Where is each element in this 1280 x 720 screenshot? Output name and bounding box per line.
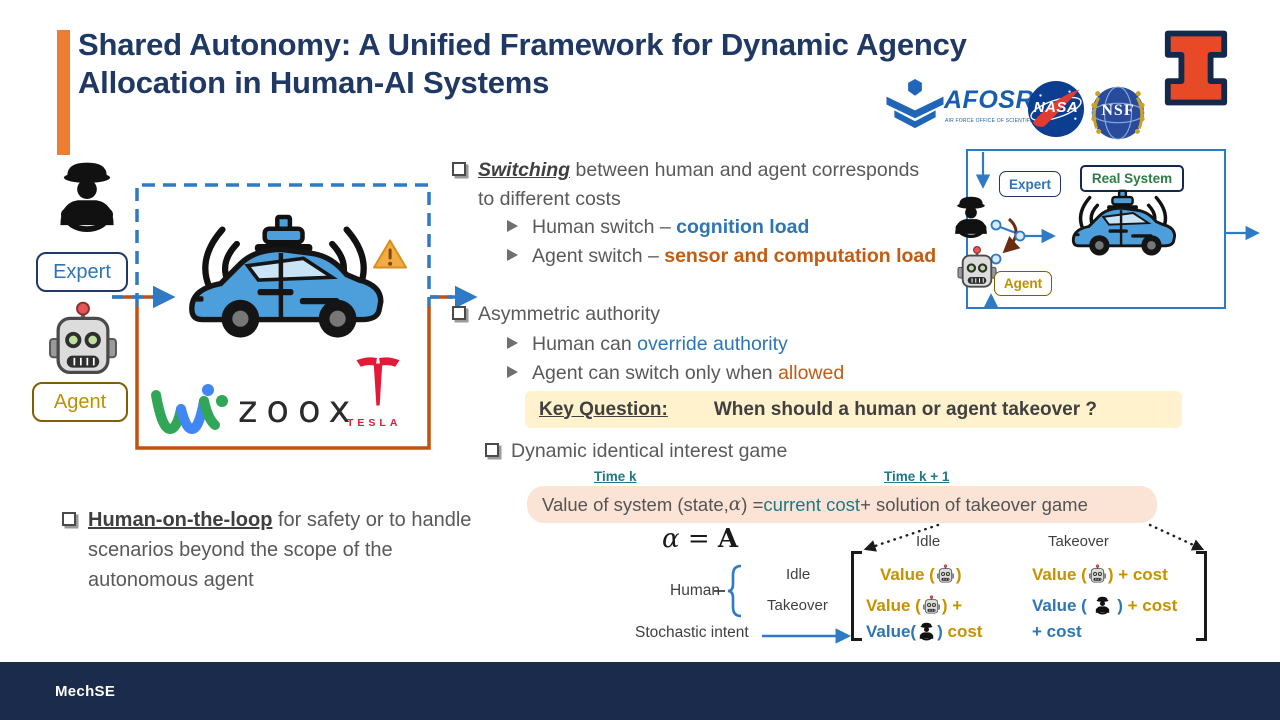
autonomous-car-icon: [172, 208, 397, 361]
current-cost-term: current cost: [763, 493, 861, 515]
square-bullet-icon: [485, 443, 499, 457]
footer-dept: MechSE: [55, 682, 116, 700]
bullet-switching: Switching between human and agent corres…: [452, 156, 932, 214]
matrix-col-takeover: Takeover: [1048, 533, 1109, 550]
matrix-cell-takeover-takeover: Value ( ) + cost + cost: [1032, 595, 1178, 641]
waymo-logo-icon: [150, 381, 230, 441]
warning-icon: [372, 238, 408, 271]
matrix-human-label: Human: [670, 582, 720, 599]
agent-robot-icon: [48, 300, 118, 380]
sub-bullet-human-override: Human can override authority: [507, 330, 977, 359]
matrix-cell-idle-takeover: Value () + cost: [1032, 564, 1168, 584]
bullet-asymmetric-subitems: Human can override authority Agent can s…: [507, 330, 977, 387]
bullet-asymmetric: Asymmetric authority: [452, 300, 932, 328]
expert-label-box: Expert: [36, 252, 128, 292]
matrix-col-idle: Idle: [916, 533, 941, 550]
switching-keyword: Switching: [478, 159, 571, 181]
nasa-logo-text: NASA: [1033, 99, 1079, 116]
matrix-cell-idle-idle: Value (): [880, 564, 962, 584]
time-k-label: Time k: [594, 469, 637, 484]
agent-label-box-small: Agent: [994, 271, 1052, 296]
key-question-label: Key Question:: [539, 398, 668, 420]
expert-driver-icon: [50, 158, 124, 232]
matrix-row-idle: Idle: [786, 566, 811, 583]
matrix-cell-takeover-idle: Value () + Value() cost: [866, 595, 983, 641]
arrow-bullet-icon: [507, 365, 518, 378]
sub-bullet-human-switch: Human switch – cognition load: [507, 213, 967, 242]
expert-label-box-small: Expert: [999, 171, 1061, 197]
square-bullet-icon: [62, 512, 76, 526]
nsf-logo-text: NSF: [1101, 102, 1135, 119]
key-question-text: When should a human or agent takeover ?: [713, 398, 1098, 420]
bullet-game: Dynamic identical interest game: [485, 437, 965, 465]
time-k1-label: Time k + 1: [884, 469, 950, 484]
arrow-bullet-icon: [507, 249, 518, 261]
square-bullet-icon: [452, 162, 466, 176]
agent-label-box: Agent: [32, 382, 128, 422]
sub-bullet-agent-allowed: Agent can switch only when allowed: [507, 359, 977, 388]
illinois-block-i-icon: [1161, 26, 1231, 110]
page-title: Shared Autonomy: A Unified Framework for…: [78, 26, 1108, 102]
autonomous-car-icon-small: [1062, 186, 1184, 268]
police-icon: [1093, 595, 1112, 615]
robot-icon: [936, 564, 955, 584]
title-line-1: Shared Autonomy: A Unified Framework for…: [78, 27, 967, 62]
footer-bar: MechSE: [0, 662, 1280, 720]
bullet-switching-subitems: Human switch – cognition load Agent swit…: [507, 213, 967, 271]
police-icon: [917, 621, 936, 641]
afosr-logo-text: AFOSR: [944, 86, 1034, 114]
sub-bullet-agent-switch: Agent switch – sensor and computation lo…: [507, 242, 967, 271]
expert-label: Expert: [53, 260, 111, 283]
agent-label: Agent: [53, 390, 107, 413]
tesla-logo-icon: [354, 356, 402, 412]
afosr-wings-icon: [884, 78, 946, 135]
bullet-switching-text: Switching between human and agent corres…: [478, 159, 920, 210]
arrow-bullet-icon: [507, 337, 518, 349]
alpha-equals-a-formula: α = A: [662, 524, 739, 554]
alpha-symbol: α: [728, 494, 742, 515]
expert-label-small: Expert: [1008, 176, 1052, 192]
matrix-right-bracket: [1196, 551, 1207, 641]
stochastic-intent-label: Stochastic intent: [635, 624, 749, 641]
agent-label-small: Agent: [1003, 276, 1043, 291]
title-line-2: Allocation in Human-AI Systems: [78, 65, 550, 100]
robot-icon: [1088, 564, 1107, 584]
matrix-left-bracket: [851, 551, 862, 641]
robot-icon: [922, 595, 941, 615]
arrow-bullet-icon: [507, 220, 518, 232]
value-equation-box: Value of system (state, α) = current cos…: [527, 486, 1157, 523]
title-accent-bar: [57, 30, 70, 155]
square-bullet-icon: [452, 306, 466, 320]
bullet-human-on-loop: Human-on-the-loop for safety or to handl…: [62, 505, 474, 595]
matrix-row-takeover: Takeover: [767, 597, 828, 614]
real-system-label: Real System: [1091, 171, 1173, 186]
afosr-logo-subtitle: AIR FORCE OFFICE OF SCIENTIFIC RESEARCH: [945, 118, 1067, 124]
zoox-logo-text: zoox: [238, 388, 360, 431]
key-question-box: Key Question: When should a human or age…: [525, 391, 1182, 428]
tesla-logo-text: TESLA: [347, 417, 402, 429]
